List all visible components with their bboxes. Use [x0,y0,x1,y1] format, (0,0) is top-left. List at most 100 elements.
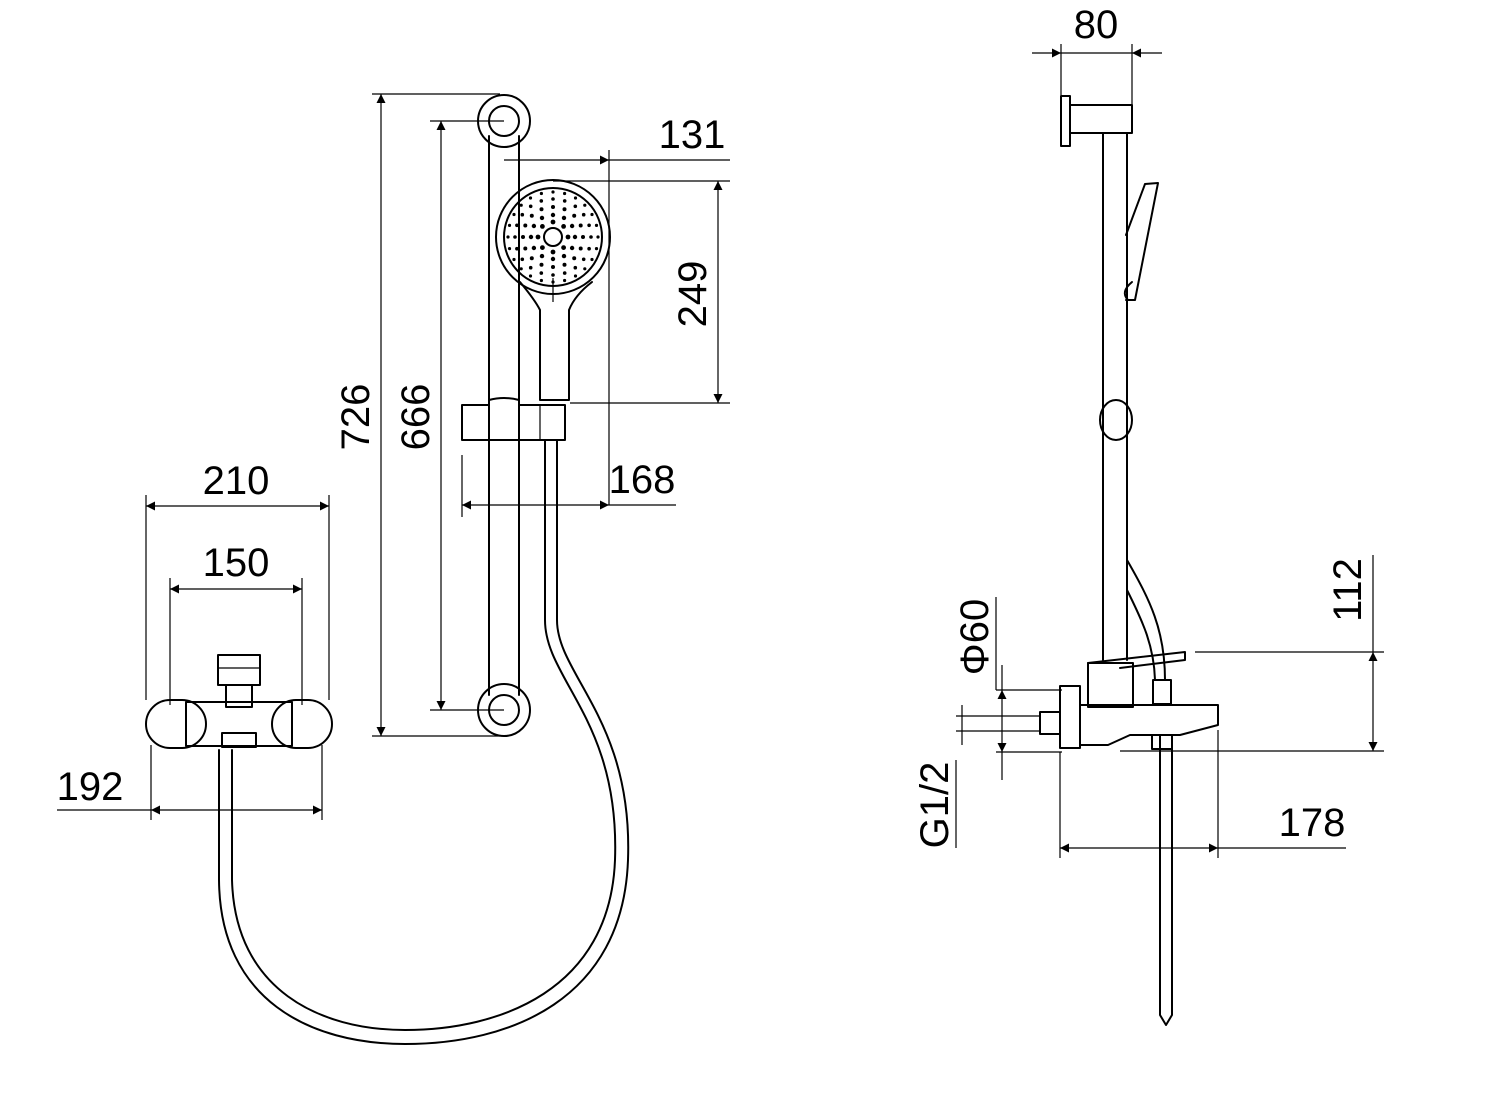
nozzle-dot [590,257,594,262]
front-dimension-labels: 210 150 192 726 666 131 249 168 [57,113,726,809]
nozzle-dot [539,271,544,275]
dim-726-label: 726 [334,384,378,451]
dim-210-label: 210 [203,459,270,503]
nozzle-dot [521,235,525,239]
nozzle-dot [551,197,555,201]
nozzle-dot [539,262,544,267]
nozzle-dot [596,235,600,239]
nozzle-dot [583,203,587,207]
nozzle-dot [507,247,512,251]
dim-112-label: 112 [1326,558,1370,622]
nozzle-dot [540,245,545,251]
dim-168-label: 168 [609,458,676,502]
nozzle-dot [573,265,578,270]
nozzle-dot [573,204,578,209]
dim-178-label: 178 [1279,801,1346,845]
nozzle-dot [520,257,525,262]
nozzle-dot [535,234,541,240]
nozzle-dot [531,223,537,229]
side-mixer [1039,651,1219,1026]
nozzle-dot [529,213,534,218]
nozzle-dot [561,224,566,229]
nozzle-dot [563,191,567,196]
nozzle-dot [562,199,567,203]
nozzle-dot [506,235,510,239]
hand-shower [495,179,611,401]
side-dimension-labels: 80 112 Φ60 G1/2 178 [913,3,1370,848]
nozzle-dot [528,274,533,278]
shower-nozzles [506,190,600,284]
nozzle-dot [515,223,519,228]
nozzle-dot [569,223,575,229]
nozzle-dot [589,235,593,239]
nozzle-dot [551,190,555,194]
nozzle-dot [513,235,517,239]
nozzle-dot [587,223,591,228]
front-view: 210 150 192 726 666 131 249 168 [57,93,730,1045]
nozzle-dot [578,223,583,228]
nozzle-dot [581,212,586,217]
nozzle-dot [572,256,577,261]
nozzle-dot [528,204,533,209]
nozzle-dot [594,223,599,227]
nozzle-dot [583,267,587,271]
nozzle-dot [563,278,567,283]
nozzle-dot [539,191,544,196]
nozzle-dot [529,256,534,261]
nozzle-dot [520,212,525,217]
nozzle-dot [562,207,567,212]
side-dimension-lines [955,44,1384,858]
nozzle-dot [539,199,544,203]
dim-192-label: 192 [57,765,124,809]
slide-rail [477,94,531,737]
nozzle-dot [550,219,556,225]
nozzle-dot [578,246,583,251]
nozzle-dot [565,234,571,240]
nozzle-dot [540,224,545,229]
nozzle-dot [519,203,523,207]
shower-hose [218,439,630,1045]
nozzle-dot [528,265,533,270]
dim-249-label: 249 [671,261,715,328]
nozzle-dot [572,213,577,218]
thread-g12-label: G1/2 [913,762,957,849]
bath-mixer [145,654,333,749]
dim-666-label: 666 [394,384,438,451]
nozzle-dot [539,253,545,259]
nozzle-dot [531,245,537,251]
nozzle-dot [550,212,556,218]
nozzle-dot [507,223,512,227]
nozzle-dot [523,246,528,251]
side-view: 80 112 Φ60 G1/2 178 [913,3,1384,1026]
nozzle-dot [573,196,578,200]
nozzle-dot [561,215,567,221]
nozzle-dot [551,205,555,209]
nozzle-dot [562,271,567,275]
nozzle-dot [550,249,556,255]
nozzle-dot [512,212,516,217]
nozzle-dot [581,257,586,262]
nozzle-dot [539,278,544,283]
side-hand-shower [1123,182,1159,301]
dim-80-label: 80 [1074,3,1119,47]
nozzle-dot [515,246,519,251]
nozzle-dot [572,234,578,240]
dim-150-label: 150 [203,541,270,585]
dim-131-label: 131 [659,113,726,157]
nozzle-dot [590,212,594,217]
nozzle-dot [519,267,523,271]
nozzle-dot [551,265,555,269]
nozzle-dot [528,196,533,200]
nozzle-dot [561,253,567,259]
nozzle-dot [528,234,534,240]
nozzle-dot [569,245,575,251]
nozzle-dot [539,215,545,221]
nozzle-dot [594,247,599,251]
nozzle-dot [581,235,585,239]
nozzle-dot [573,274,578,278]
nozzle-dot [587,246,591,251]
front-dimension-lines [57,93,730,820]
nozzle-dot [562,262,567,267]
slide-holder [461,397,566,441]
